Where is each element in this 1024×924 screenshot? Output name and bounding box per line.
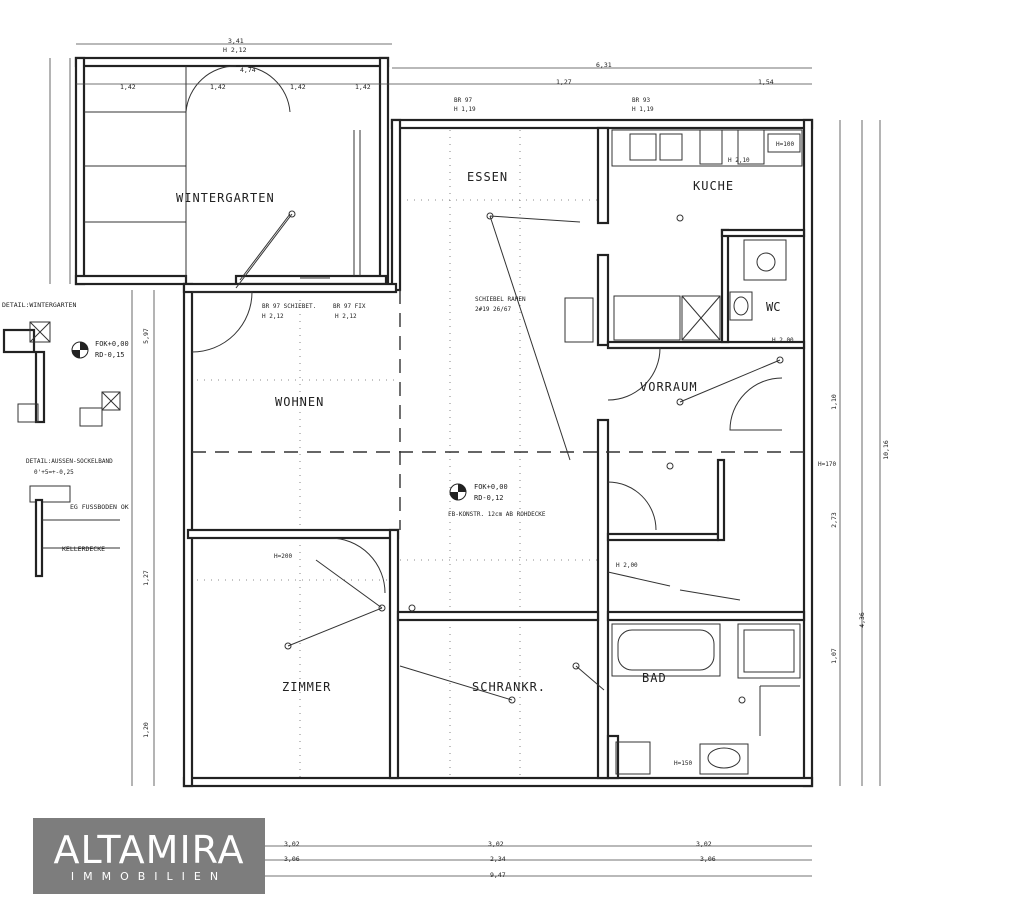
opening-top-height: H 2,12: [223, 46, 247, 54]
dim-top-142b: 1,42: [210, 83, 226, 91]
room-label-wohnen: WOHNEN: [275, 395, 325, 409]
company-logo: ALTAMIRA IMMOBILIEN: [33, 818, 265, 894]
dim-right-436: 4,36: [857, 612, 866, 628]
room-label-wc: WC: [766, 300, 781, 314]
room-label-wintergarten: WINTERGARTEN: [176, 191, 275, 205]
level-text-schiebel2: 2#19 26/67: [475, 306, 512, 313]
opening-essen-fix2: BR 93: [632, 97, 651, 104]
opening-essen-fix1-h: H 1,19: [454, 106, 476, 113]
bathroom-fixtures: [611, 623, 801, 775]
room-label-zimmer: ZIMMER: [282, 680, 332, 694]
level-text-fok2: FOK+0,00: [474, 483, 508, 491]
opening-top-width: 3,41: [228, 37, 244, 45]
dim-top-154: 1,54: [758, 78, 774, 86]
detail-label-fussboden: EG FUSSBODEN OK: [70, 503, 129, 511]
dim-right-110: 1,10: [829, 394, 838, 410]
dim-top-total: 6,31: [596, 61, 612, 69]
door-swings: [191, 291, 783, 601]
opening-br-fix: BR 97 FIX: [333, 303, 366, 310]
dimension-lines: [49, 43, 881, 877]
opening-br-fix-h: H 2,12: [335, 313, 357, 320]
dim-right-273: 2,73: [829, 512, 838, 528]
detail-sketches: [2, 321, 121, 578]
room-label-kuche: KUCHE: [693, 179, 735, 193]
level-marker-1: [71, 341, 89, 359]
opening-h150: H=150: [674, 760, 693, 767]
dim-bottom-b3: 3,06: [700, 855, 716, 863]
room-label-vorraum: VORRAUM: [640, 380, 698, 394]
room-label-schrankr: SCHRANKR.: [472, 680, 547, 694]
dim-left-127: 1,27: [141, 570, 150, 586]
dim-bottom-total: 9,47: [490, 871, 506, 879]
dim-bottom-b1: 3,06: [284, 855, 300, 863]
dim-top-474: 4,74: [240, 66, 256, 74]
dim-top-142c: 1,42: [290, 83, 306, 91]
dim-top-127: 1,27: [556, 78, 572, 86]
dim-left-120: 1,20: [141, 722, 150, 738]
dim-bottom-a3: 3,02: [696, 840, 712, 848]
dim-bottom-a2: 3,02: [488, 840, 504, 848]
dim-right-107: 1,07: [829, 648, 838, 664]
opening-h170: H=170: [818, 461, 837, 468]
detail-label-kellerdecke: KELLERDECKE: [62, 545, 106, 553]
room-label-essen: ESSEN: [467, 170, 509, 184]
level-text-schiebel: SCHIEBEL RAHEN: [475, 296, 526, 303]
dim-bottom-a1: 3,02: [284, 840, 300, 848]
room-label-bad: BAD: [642, 671, 667, 685]
level-text-rd2: RD-0,12: [474, 494, 504, 502]
opening-h200b: H=200: [274, 553, 293, 560]
level-marker-2: [449, 483, 467, 501]
logo-subtitle: IMMOBILIEN: [70, 870, 228, 883]
dim-top-142d: 1,42: [355, 83, 371, 91]
opening-br-schiebel: BR 97 SCHIEBET.: [262, 303, 317, 310]
dim-left-597: 5,97: [141, 328, 150, 344]
dim-top-142a: 1,42: [120, 83, 136, 91]
detail-label-wintergarten: DETAIL:WINTERGARTEN: [2, 301, 77, 309]
opening-br-schiebel-h: H 2,12: [262, 313, 284, 320]
logo-name: ALTAMIRA: [53, 828, 245, 872]
level-text-fb: FB-KONSTR. 12cm AB ROHDECKE: [448, 511, 546, 518]
electrical-points: [235, 210, 784, 704]
opening-h100: H=100: [776, 141, 795, 148]
level-text-fok1: FOK+0,00: [95, 340, 129, 348]
inner-walls: [186, 126, 806, 780]
detail-label-sockel-values: 0'+5=+-0,25: [34, 469, 74, 476]
kitchen-fixtures: [564, 129, 803, 343]
opening-zimmer-door: H 2,00: [616, 562, 638, 569]
dim-right-1010: 10,16: [881, 440, 890, 460]
opening-h200: H 2,00: [772, 337, 794, 344]
dim-bottom-b2: 2,34: [490, 855, 506, 863]
level-text-rd1: RD-0,15: [95, 351, 125, 359]
opening-essen-fix1: BR 97: [454, 97, 473, 104]
opening-essen-fix2-h: H 1,19: [632, 106, 654, 113]
opening-h210: H 2,10: [728, 157, 750, 164]
detail-label-sockel: DETAIL:AUSSEN-SOCKELBAND: [26, 458, 113, 465]
